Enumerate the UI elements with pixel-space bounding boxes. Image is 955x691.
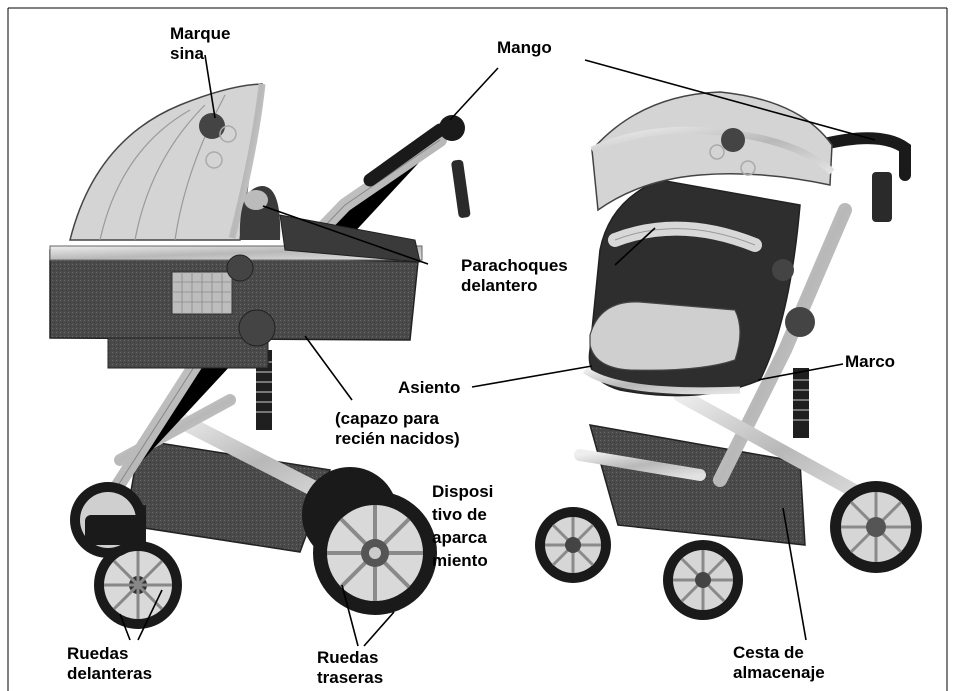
label-rear-wheels-line-1: Ruedas [317, 648, 383, 668]
label-bassinet: (capazo para recién nacidos) [335, 409, 460, 449]
label-rear-wheels-line-2: traseras [317, 668, 383, 688]
label-front-wheels-line-2: delanteras [67, 664, 152, 684]
leader-bassinet [305, 336, 352, 400]
label-bassinet-line-1: (capazo para [335, 409, 460, 429]
label-rear-wheels: Ruedas traseras [317, 648, 383, 688]
stroller-bassinet-illustration [50, 84, 471, 629]
leader-seat [472, 366, 592, 387]
label-parking-device-line-4: miento [432, 549, 493, 572]
label-storage-basket-line-1: Cesta de [733, 643, 825, 663]
label-parking-device-line-3: aparca [432, 526, 493, 549]
label-storage-basket: Cesta de almacenaje [733, 643, 825, 683]
label-handle: Mango [497, 38, 552, 58]
label-seat-text: Asiento [398, 378, 460, 398]
label-front-bumper-line-2: delantero [461, 276, 568, 296]
label-brand-logo-line-2: sina [170, 44, 230, 64]
label-frame: Marco [845, 352, 895, 372]
label-frame-text: Marco [845, 352, 895, 372]
label-front-wheels: Ruedas delanteras [67, 644, 152, 684]
label-bassinet-line-2: recién nacidos) [335, 429, 460, 449]
label-handle-text: Mango [497, 38, 552, 58]
label-brand-logo: Marque sina [170, 24, 230, 64]
label-storage-basket-line-2: almacenaje [733, 663, 825, 683]
label-front-wheels-line-1: Ruedas [67, 644, 152, 664]
label-seat: Asiento [398, 378, 460, 398]
label-brand-logo-line-1: Marque [170, 24, 230, 44]
leader-handle-left [450, 68, 498, 120]
label-front-bumper-line-1: Parachoques [461, 256, 568, 276]
label-front-bumper: Parachoques delantero [461, 256, 568, 296]
label-parking-device: Disposi tivo de aparca miento [432, 480, 493, 572]
leader-rear-wheels-b [364, 612, 394, 646]
label-parking-device-line-2: tivo de [432, 503, 493, 526]
label-parking-device-line-1: Disposi [432, 480, 493, 503]
